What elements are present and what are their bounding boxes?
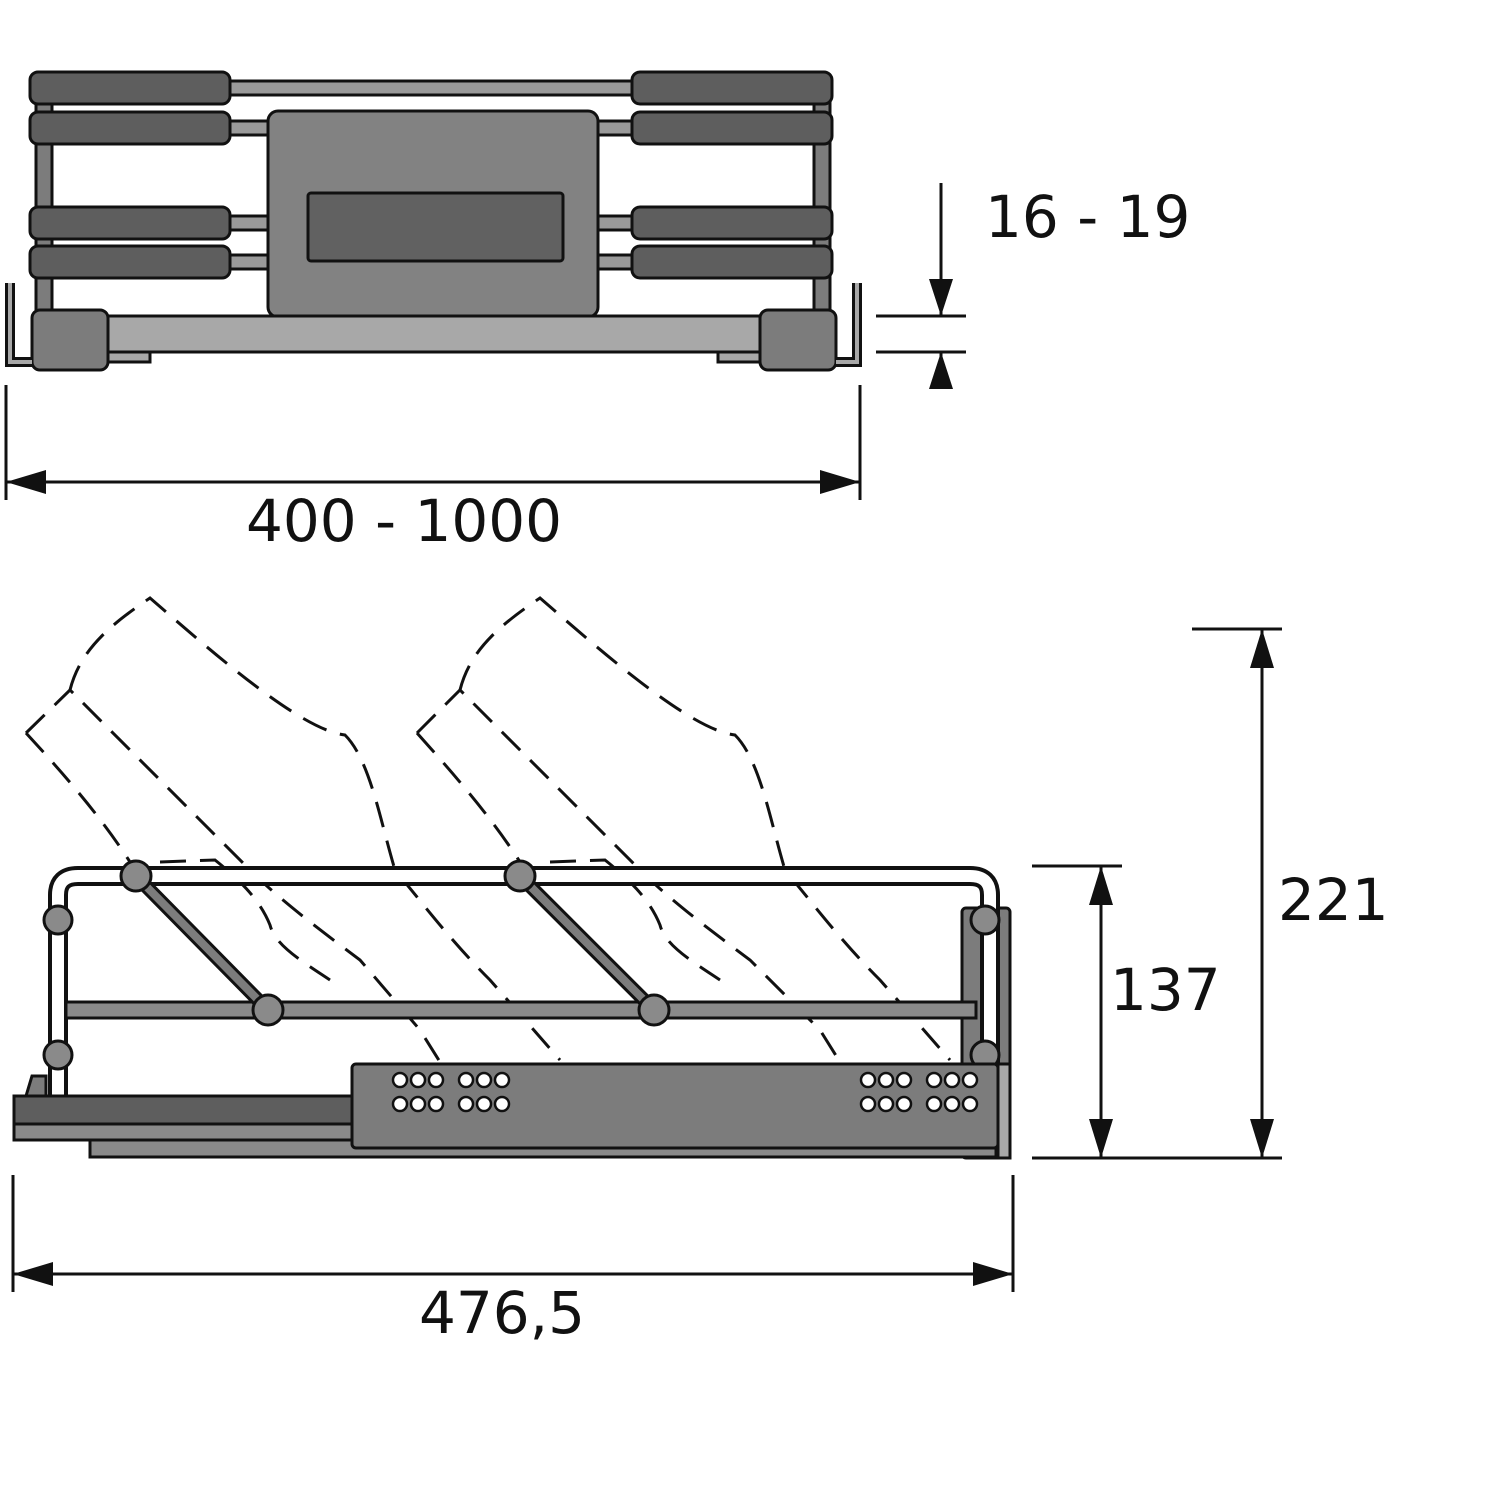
- hook-left-inner: [8, 283, 32, 364]
- middle-rail: [64, 1000, 978, 1020]
- dimension-panel-thickness: [876, 183, 966, 389]
- dimension-label-panel-thickness: 16 - 19: [985, 183, 1190, 251]
- runner-extension-lower: [12, 1122, 356, 1142]
- joint-knob: [119, 859, 153, 893]
- dimension-label-basket-height: 137: [1110, 956, 1221, 1024]
- rail-pad: [28, 70, 232, 106]
- dimension-label-side-depth: 476,5: [419, 1279, 585, 1347]
- hook-right-outer: [836, 283, 862, 367]
- end-block-left: [30, 308, 110, 372]
- end-block-right: [758, 308, 838, 372]
- hook-right-inner: [836, 283, 859, 364]
- dimension-basket-height: [1032, 864, 1282, 1160]
- runner-tab: [23, 1074, 48, 1098]
- wire-frame-fill: [52, 870, 996, 1095]
- rail-pad: [28, 205, 232, 241]
- joint-knob: [42, 1039, 74, 1071]
- dimension-top-width: [4, 385, 862, 500]
- rail-pad: [630, 110, 834, 146]
- rod: [226, 79, 636, 97]
- rail-pad: [630, 70, 834, 106]
- shoe-right-upper: [458, 596, 952, 1061]
- joint-knob: [503, 859, 537, 893]
- center-plate-window: [306, 191, 565, 263]
- front-bar: [94, 314, 778, 354]
- joint-knob: [251, 993, 285, 1027]
- rail-pad: [630, 205, 834, 241]
- dimension-side-depth: [11, 1175, 1015, 1292]
- dimension-total-height: [1192, 627, 1282, 1158]
- runner-holes: [391, 1071, 979, 1113]
- joint-knob: [969, 904, 1001, 936]
- shoe-left-upper: [68, 596, 562, 1061]
- rail-pad: [630, 244, 834, 280]
- dimension-label-top-width: 400 - 1000: [246, 487, 562, 555]
- drawer-runner: [12, 1062, 1012, 1160]
- shoe-right-sole: [415, 687, 842, 1063]
- dimension-label-total-height: 221: [1278, 866, 1389, 934]
- rail-pad: [28, 244, 232, 280]
- shoe-left-sole: [24, 687, 442, 1063]
- rail-pad: [28, 110, 232, 146]
- diagonal-support-left: [133, 873, 271, 1013]
- top-view: [5, 70, 862, 372]
- wire-frame-outline: [48, 866, 1000, 1095]
- shoe-right-inner: [415, 732, 721, 982]
- joint-knob: [42, 904, 74, 936]
- foot: [716, 350, 762, 364]
- shoe-silhouettes: [24, 596, 952, 1063]
- foot: [106, 350, 152, 364]
- runner-end-cap: [996, 1062, 1012, 1160]
- diagonal-support-right: [517, 873, 657, 1013]
- joint-knob: [637, 993, 671, 1027]
- hook-left-outer: [5, 283, 32, 367]
- shoe-left-inner: [24, 731, 331, 982]
